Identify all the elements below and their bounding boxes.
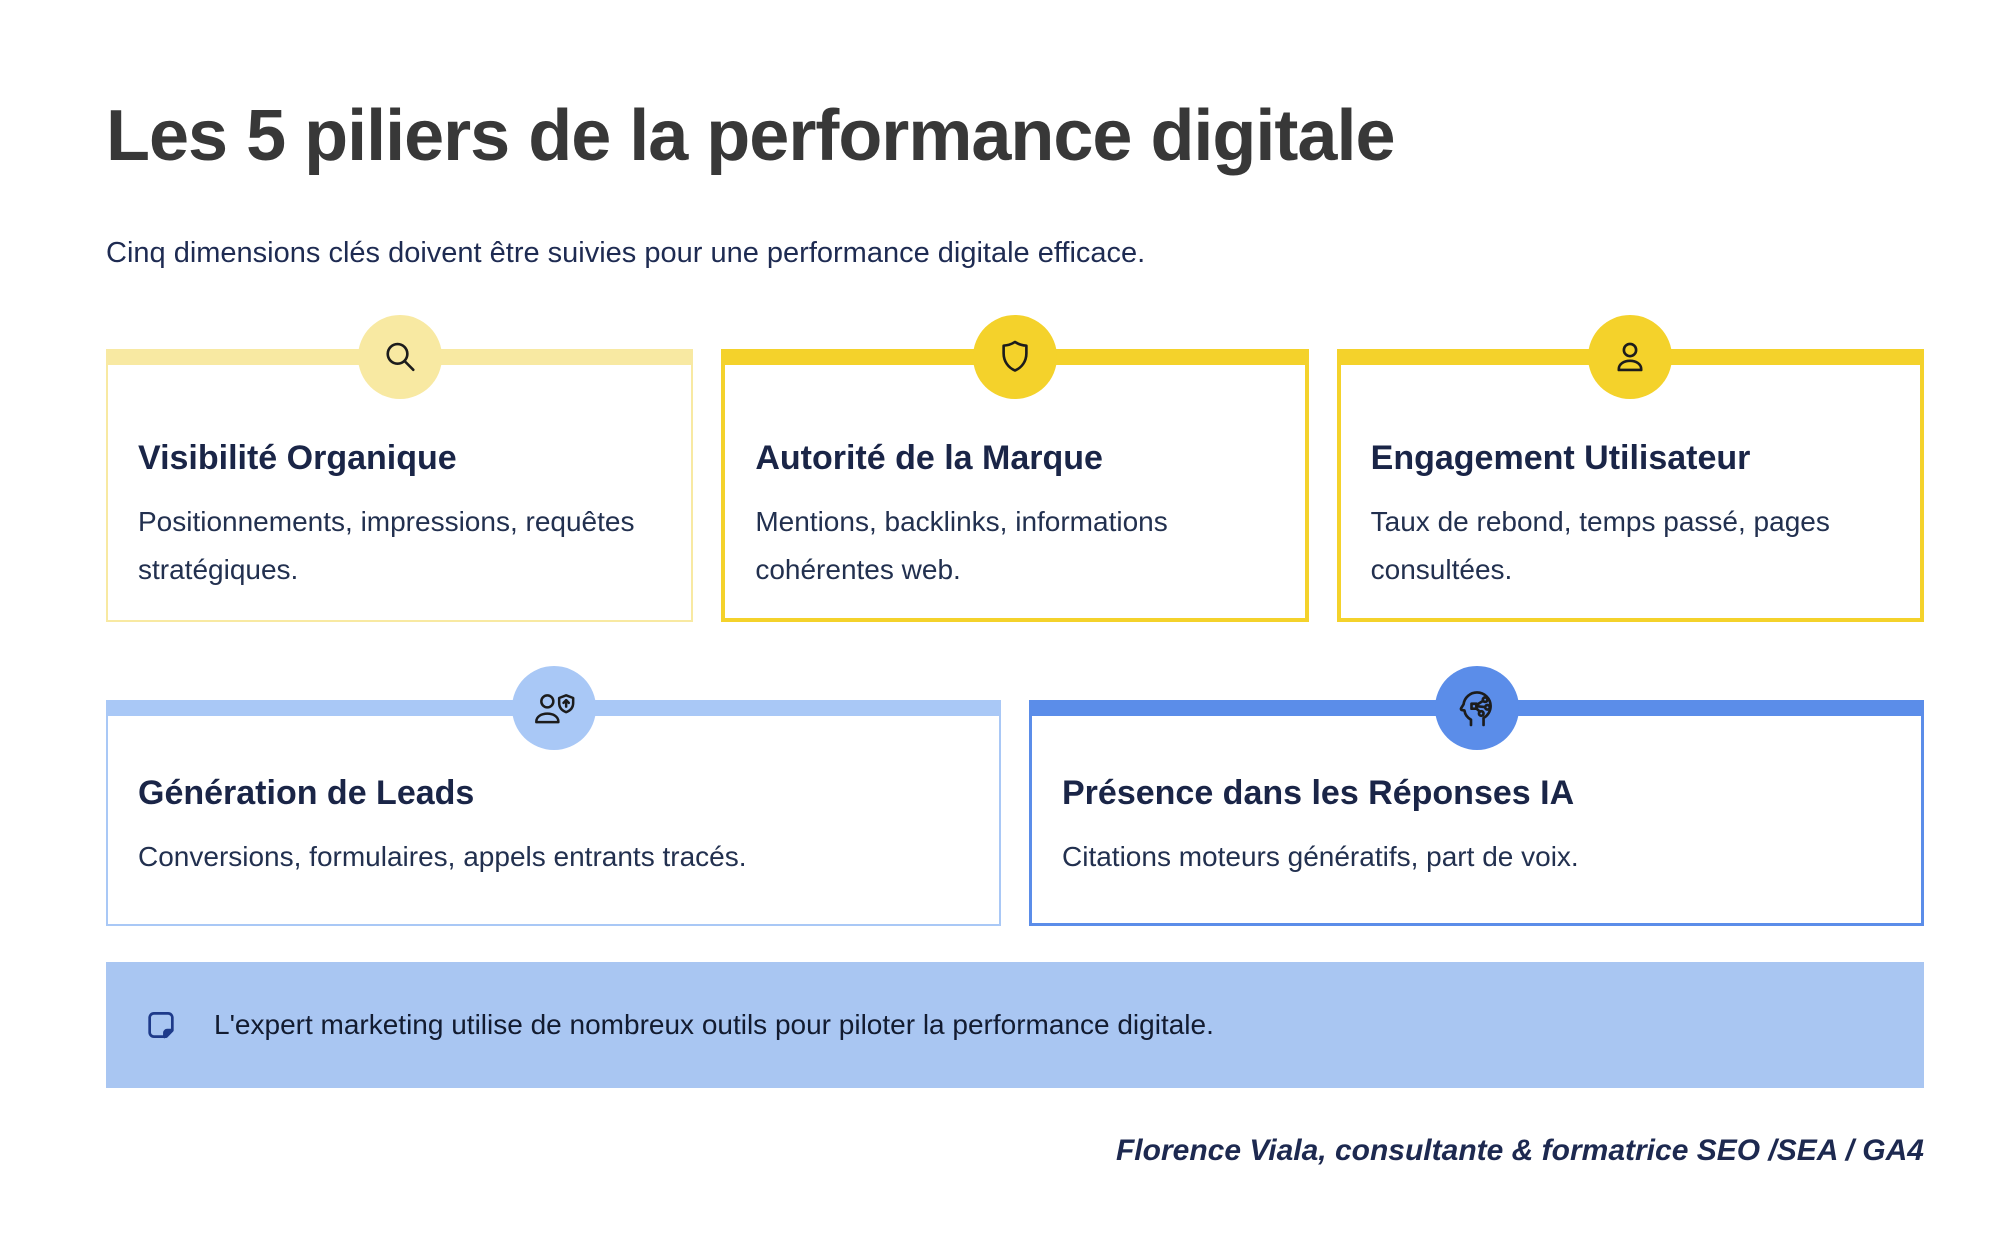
card-body: Autorité de la Marque Mentions, backlink… <box>721 364 1309 622</box>
note-icon <box>144 1008 178 1042</box>
pillar-card-generation-leads: Génération de Leads Conversions, formula… <box>106 665 1001 926</box>
pillar-row-1: Visibilité Organique Positionnements, im… <box>106 314 1924 622</box>
card-body: Génération de Leads Conversions, formula… <box>106 715 1001 926</box>
card-body: Visibilité Organique Positionnements, im… <box>106 364 694 622</box>
pillar-card-visibilite-organique: Visibilité Organique Positionnements, im… <box>106 314 694 622</box>
pillar-row-2: Génération de Leads Conversions, formula… <box>106 665 1924 926</box>
shield-icon <box>994 336 1036 378</box>
ai-head-icon <box>1454 685 1500 731</box>
card-description: Taux de rebond, temps passé, pages consu… <box>1370 505 1830 585</box>
card-body: Présence dans les Réponses IA Citations … <box>1029 715 1924 926</box>
user-shield-arrow-icon-badge <box>511 665 596 750</box>
card-description: Citations moteurs génératifs, part de vo… <box>1062 840 1579 872</box>
magnifier-icon-badge <box>357 314 442 399</box>
callout-banner: L'expert marketing utilise de nombreux o… <box>106 961 1924 1088</box>
card-title: Visibilité Organique <box>138 438 457 477</box>
pillar-card-autorite-marque: Autorité de la Marque Mentions, backlink… <box>721 314 1309 622</box>
card-title: Autorité de la Marque <box>755 438 1103 477</box>
card-title: Présence dans les Réponses IA <box>1062 773 1575 812</box>
page-subtitle: Cinq dimensions clés doivent être suivie… <box>106 237 1146 269</box>
page-title: Les 5 piliers de la performance digitale <box>106 96 1395 176</box>
card-body: Engagement Utilisateur Taux de rebond, t… <box>1336 364 1924 622</box>
callout-text: L'expert marketing utilise de nombreux o… <box>214 1008 1214 1040</box>
pillar-card-engagement-utilisateur: Engagement Utilisateur Taux de rebond, t… <box>1336 314 1924 622</box>
card-description: Positionnements, impressions, requêtes s… <box>138 505 635 585</box>
user-shield-arrow-icon <box>529 686 579 730</box>
attribution: Florence Viala, consultante & formatrice… <box>1115 1133 1924 1167</box>
user-icon <box>1609 336 1651 378</box>
card-description: Mentions, backlinks, informations cohére… <box>755 505 1168 585</box>
card-title: Génération de Leads <box>138 773 475 812</box>
card-title: Engagement Utilisateur <box>1370 438 1751 477</box>
magnifier-icon <box>379 336 421 378</box>
user-icon-badge <box>1588 314 1673 399</box>
pillar-card-presence-reponses-ia: Présence dans les Réponses IA Citations … <box>1029 665 1924 926</box>
card-description: Conversions, formulaires, appels entrant… <box>138 840 747 872</box>
ai-head-icon-badge <box>1434 665 1519 750</box>
shield-icon-badge <box>972 314 1057 399</box>
